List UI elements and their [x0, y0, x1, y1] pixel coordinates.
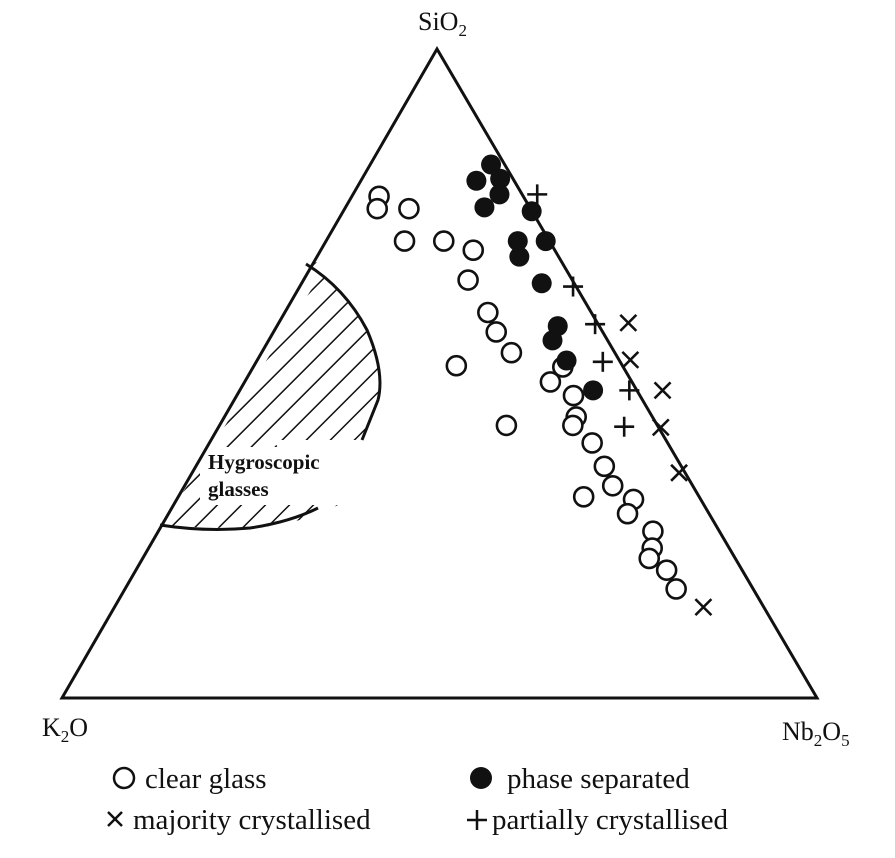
marker-phase-separated-6 — [507, 231, 528, 252]
marker-phase-separated-3 — [489, 184, 510, 205]
marker-majority-crystallised-0 — [619, 313, 638, 332]
marker-phase-separated-7 — [535, 231, 556, 252]
marker-phase-separated-8 — [509, 246, 530, 267]
marker-phase-separated-0 — [481, 154, 502, 175]
marker-phase-separated-11 — [542, 330, 563, 351]
legend-partially-crystallised-marker — [467, 810, 487, 830]
marker-clear-glass-7 — [477, 301, 499, 324]
hygroscopic-lower-curve — [159, 506, 319, 531]
marker-partially-crystallised-3 — [592, 351, 613, 372]
vertex-label-nb2o5: Nb2O5 — [782, 717, 850, 750]
marker-clear-glass-26 — [655, 559, 678, 581]
marker-clear-glass-13 — [562, 384, 585, 407]
legend: clear glass phase separated majority cry… — [107, 763, 728, 836]
marker-partially-crystallised-4 — [619, 380, 640, 401]
marker-phase-separated-4 — [474, 197, 495, 218]
marker-partially-crystallised-5 — [614, 416, 635, 437]
marker-clear-glass-3 — [393, 230, 416, 252]
marker-partially-crystallised-1 — [563, 276, 584, 297]
legend-clear-glass-label: clear glass — [145, 763, 267, 795]
marker-partially-crystallised-0 — [527, 184, 548, 205]
hygroscopic-boundary-curve — [305, 262, 382, 441]
marker-majority-crystallised-3 — [651, 418, 670, 437]
marker-phase-separated-12 — [556, 350, 577, 371]
legend-phase-separated-marker — [470, 767, 492, 789]
vertex-label-sio2: SiO2 — [418, 7, 467, 40]
marker-clear-glass-18 — [593, 455, 616, 478]
marker-clear-glass-4 — [432, 230, 455, 252]
data-markers — [366, 154, 713, 617]
marker-clear-glass-8 — [485, 321, 508, 343]
marker-majority-crystallised-5 — [694, 598, 713, 617]
region-label-line2: glasses — [208, 477, 269, 501]
marker-clear-glass-10 — [445, 354, 468, 377]
marker-clear-glass-9 — [500, 341, 523, 364]
legend-partially-crystallised-label: partially crystallised — [492, 804, 728, 836]
legend-phase-separated-label: phase separated — [507, 763, 690, 795]
legend-majority-crystallised-marker — [107, 811, 123, 827]
marker-clear-glass-20 — [572, 486, 595, 508]
legend-clear-glass-marker — [112, 766, 136, 790]
marker-phase-separated-9 — [531, 273, 552, 294]
marker-clear-glass-5 — [462, 239, 485, 261]
marker-phase-separated-2 — [466, 170, 487, 191]
marker-clear-glass-27 — [665, 578, 687, 600]
marker-clear-glass-16 — [562, 414, 584, 437]
marker-clear-glass-12 — [539, 371, 562, 393]
marker-clear-glass-15 — [495, 414, 518, 437]
ternary-triangle — [59, 46, 820, 700]
marker-phase-separated-13 — [583, 380, 604, 401]
marker-majority-crystallised-4 — [670, 463, 689, 482]
region-label-line1: Hygroscopic — [208, 450, 320, 474]
hygroscopic-region — [140, 260, 380, 560]
marker-clear-glass-19 — [601, 474, 624, 497]
marker-majority-crystallised-1 — [621, 350, 640, 369]
hygroscopic-region-fill — [140, 260, 380, 560]
marker-majority-crystallised-2 — [653, 381, 672, 400]
legend-majority-crystallised-label: majority crystallised — [133, 804, 371, 836]
marker-phase-separated-5 — [521, 201, 542, 222]
marker-clear-glass-25 — [638, 547, 661, 570]
marker-phase-separated-1 — [490, 168, 511, 189]
marker-partially-crystallised-2 — [585, 314, 606, 335]
marker-clear-glass-1 — [366, 197, 389, 220]
marker-clear-glass-2 — [398, 197, 420, 220]
marker-clear-glass-6 — [457, 269, 479, 291]
region-label-background — [200, 447, 340, 505]
marker-clear-glass-17 — [581, 432, 603, 454]
vertex-label-k2o: K2O — [42, 713, 88, 746]
marker-clear-glass-22 — [616, 502, 639, 525]
